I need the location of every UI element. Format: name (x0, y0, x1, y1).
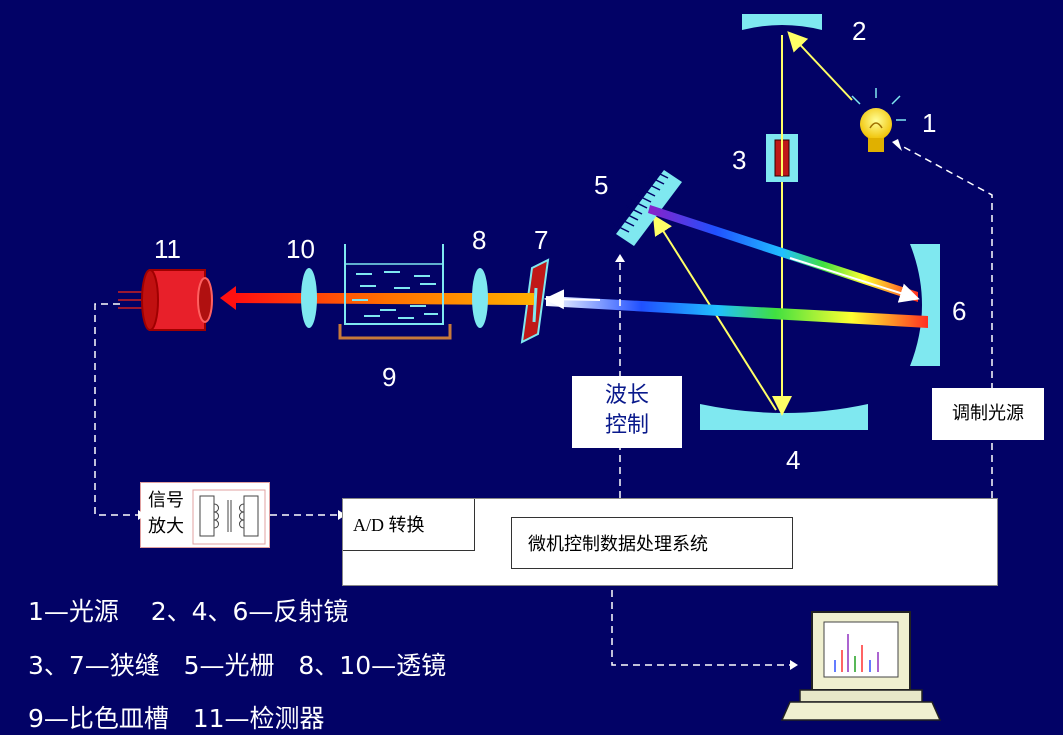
computer-icon (780, 611, 942, 721)
label-3: 3 (732, 145, 747, 175)
label-5: 5 (594, 170, 609, 200)
bulb-icon (851, 88, 906, 152)
wavelength-control-line2: 控制 (604, 413, 649, 438)
label-11: 11 (154, 234, 181, 264)
legend-line-3: 9—比色皿槽 11—检测器 (28, 704, 325, 733)
amplifier-box: 信号 放大 (140, 482, 192, 548)
legend-line-1: 1—光源 2、4、6—反射镜 (28, 597, 349, 626)
lens-8 (472, 268, 488, 328)
ad-convert-box: A/D 转换 (343, 499, 475, 551)
label-6: 6 (952, 296, 967, 326)
modulate-source-label: 调制光源 (952, 403, 1024, 424)
legend-line-2: 3、7—狭缝 5—光栅 8、10—透镜 (28, 651, 447, 680)
label-1: 1 (922, 108, 937, 138)
spectrum-mirror6-to-slit7 (546, 296, 928, 328)
modulate-source-box: 调制光源 (932, 388, 1044, 440)
processing-panel: A/D 转换 微机控制数据处理系统 (342, 498, 998, 586)
mirror-6 (910, 244, 940, 366)
label-8: 8 (472, 225, 487, 255)
slit-7 (520, 258, 550, 344)
label-4: 4 (786, 445, 801, 475)
label-2: 2 (852, 16, 867, 46)
micro-processing-box: 微机控制数据处理系统 (511, 517, 793, 569)
label-7: 7 (534, 225, 549, 255)
grating-5 (612, 169, 682, 246)
label-10: 10 (286, 234, 315, 264)
lens-10 (301, 268, 317, 328)
ad-convert-label: A/D 转换 (353, 515, 425, 535)
cuvette-9 (338, 244, 452, 340)
amplifier-line1: 信号 (148, 490, 184, 511)
ray-source-to-mirror2 (787, 31, 853, 101)
amplifier-symbol (192, 489, 266, 545)
micro-processing-label: 微机控制数据处理系统 (528, 534, 708, 555)
detector-11 (118, 269, 213, 331)
monochromatic-beam (236, 293, 534, 305)
control-lines (94, 144, 993, 666)
mirror-4 (700, 404, 868, 430)
mirror-2 (742, 14, 822, 30)
label-9: 9 (382, 362, 397, 392)
amplifier-line2: 放大 (148, 516, 184, 537)
wavelength-control-box: 波长 控制 (572, 376, 682, 448)
wavelength-control-line1: 波长 (604, 383, 649, 408)
